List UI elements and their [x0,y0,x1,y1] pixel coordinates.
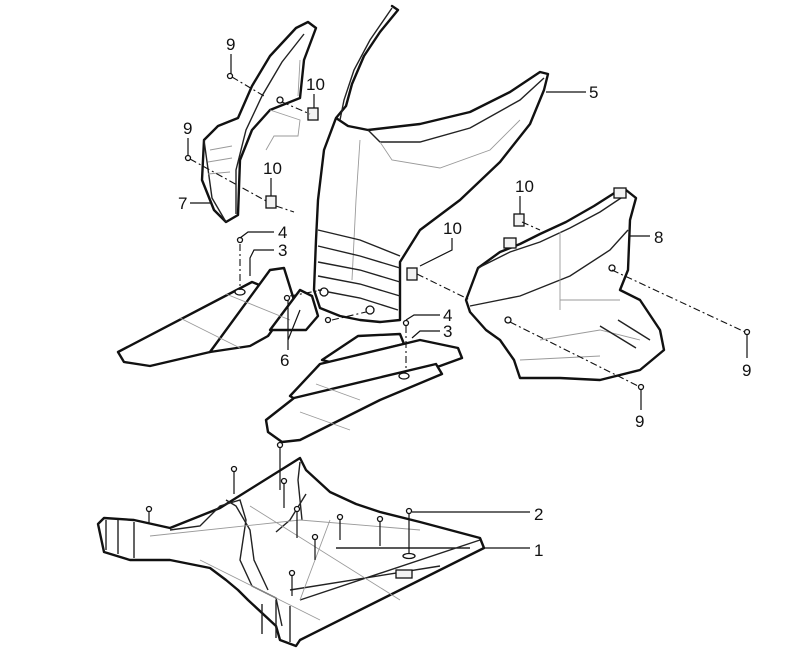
callout-10: 10 [443,219,462,238]
callout-9: 9 [226,35,236,54]
screws [145,72,751,596]
callout-4: 4 [443,306,453,325]
callout-3: 3 [443,322,453,341]
assembly-lines [189,76,746,387]
callout-2: 2 [534,505,544,524]
part-7-left-side-panel [200,20,318,224]
callout-1: 1 [534,541,544,560]
leader-lines [187,54,748,549]
callout-10: 10 [263,159,282,178]
callout-8: 8 [654,228,664,247]
part-3-mat-left [116,266,320,368]
callout-3: 3 [278,241,288,260]
callout-9: 9 [742,361,752,380]
callout-6: 6 [280,351,290,370]
part-5-center-legshield [312,4,550,324]
part-3-mat-right [264,332,464,444]
callout-4: 4 [278,223,288,242]
part-8-right-side-panel [464,187,666,382]
callout-9: 9 [635,412,645,431]
callout-5: 5 [589,83,599,102]
clip-nuts [265,107,525,281]
part-1-floor-panel [96,456,486,648]
callout-7: 7 [178,194,188,213]
callout-10: 10 [515,177,534,196]
callout-9: 9 [183,119,193,138]
callout-10: 10 [306,75,325,94]
